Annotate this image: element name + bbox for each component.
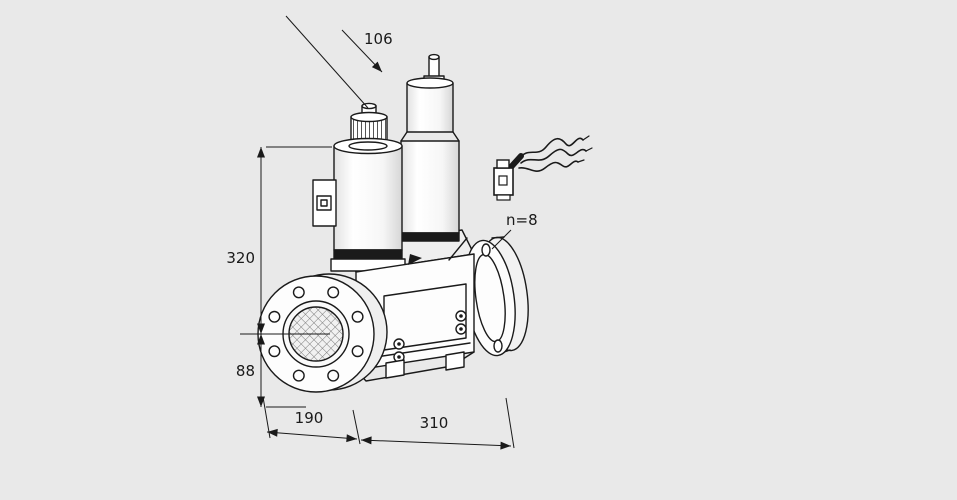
flange-bolt-holes [268, 286, 364, 382]
flange-bolt-hole [481, 243, 491, 257]
dimension-310: 310 [360, 397, 515, 450]
solenoid-actuator-left [330, 102, 406, 272]
solenoid-actuator-right [400, 53, 460, 242]
cable-wires [518, 135, 593, 172]
leader-line [491, 229, 512, 250]
dimension-label-106: 106 [364, 30, 393, 48]
extension-line [505, 397, 515, 449]
extension-line [285, 15, 369, 109]
dimension-88: 88 [236, 334, 265, 407]
dimension-320: 320 [226, 146, 332, 408]
bolt-count-label: n=8 [506, 211, 538, 229]
dimension-label-310: 310 [420, 414, 449, 432]
inlet-flange [257, 273, 388, 393]
coil-terminal-box [312, 179, 337, 227]
mounting-foot [445, 351, 465, 371]
flow-direction-arrow [408, 254, 422, 265]
mounting-foot [385, 359, 405, 379]
dimension-line [360, 436, 512, 450]
dimension-label-88: 88 [236, 362, 255, 380]
outlet-flange [464, 236, 529, 357]
cable-plug-assembly [493, 135, 593, 201]
dimension-label-190: 190 [295, 409, 324, 427]
flange-bolt-hole [493, 339, 503, 353]
dimension-line [341, 29, 383, 73]
dimension-106: 106 [285, 15, 393, 109]
extension-line [352, 409, 361, 445]
dimension-label-320: 320 [226, 249, 255, 267]
dimension-190: 190 [262, 396, 361, 445]
dimension-line [266, 428, 358, 443]
dimension-annotations: 106 320 88 190 310 n=8 [226, 15, 538, 450]
bolt-count-annotation: n=8 [491, 211, 538, 250]
